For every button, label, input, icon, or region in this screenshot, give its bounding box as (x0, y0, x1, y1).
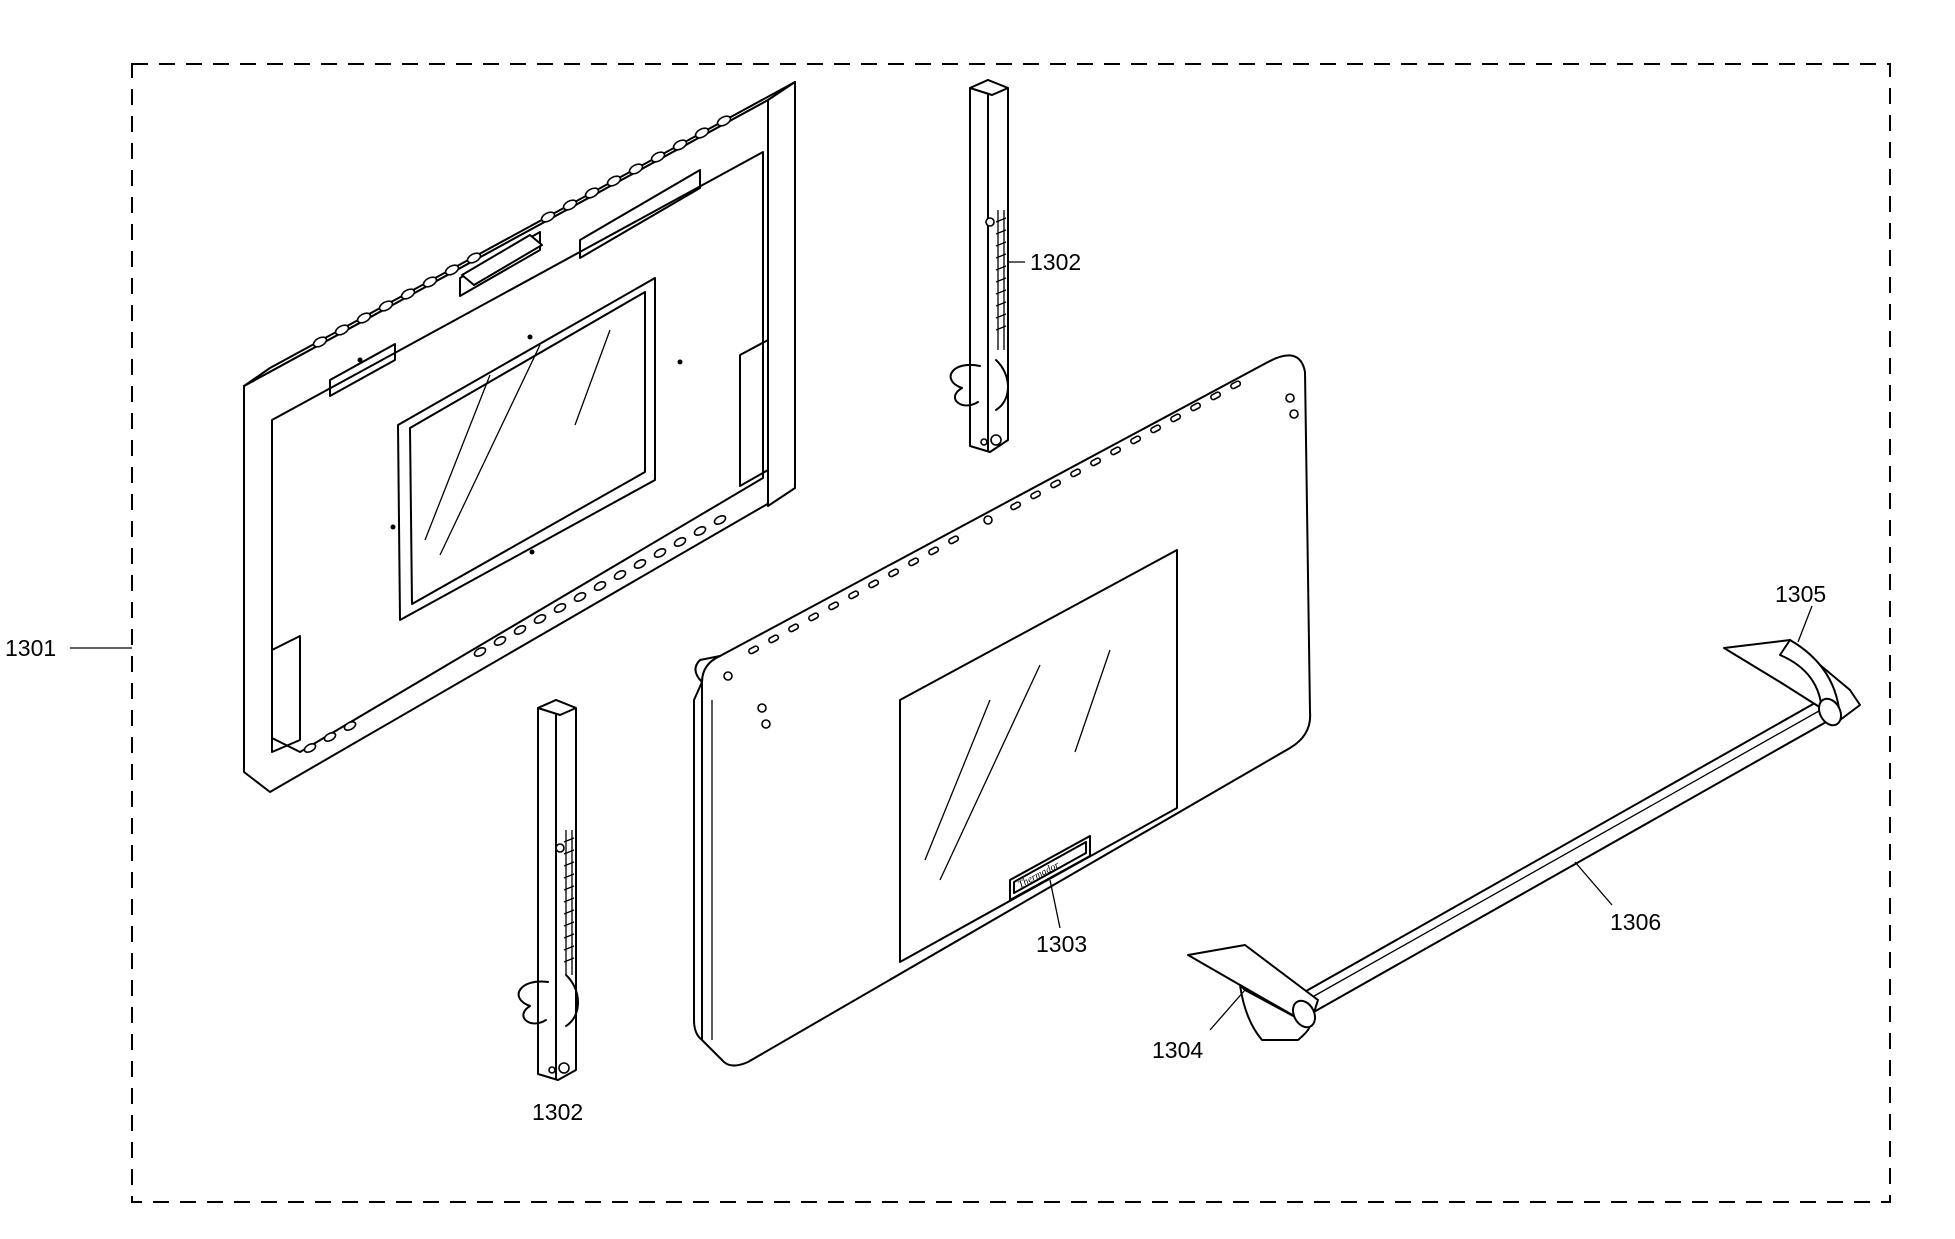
leader-1306 (1574, 861, 1613, 906)
callout-1301: 1301 (5, 635, 56, 661)
callout-1302-lower: 1302 (532, 1099, 583, 1125)
handle-bracket-right (1723, 639, 1861, 727)
handle-bracket-left (1187, 944, 1319, 1041)
hinge-upper (949, 79, 1009, 453)
inner-door-frame (243, 81, 796, 793)
callout-1305: 1305 (1775, 581, 1826, 607)
callout-1303: 1303 (1036, 931, 1087, 957)
hinge-upper-spring (995, 210, 1007, 350)
outer-door-panel: Thermador (693, 354, 1312, 1067)
callout-1302-upper: 1302 (1030, 249, 1081, 275)
handle (1187, 639, 1861, 1041)
callout-1306: 1306 (1610, 909, 1661, 935)
leader-1305 (1797, 605, 1813, 643)
callout-1304: 1304 (1152, 1037, 1203, 1063)
assembly-boundary (131, 63, 1891, 1203)
hinge-lower-spring (563, 830, 575, 975)
top-vent-holes (312, 115, 732, 348)
leader-1303 (1049, 879, 1061, 929)
leader-1304 (1209, 989, 1246, 1031)
bottom-vent-holes (303, 515, 727, 753)
hinge-lower (517, 699, 579, 1081)
handle-bar (1283, 694, 1844, 1022)
outer-vent-slots (748, 380, 1242, 655)
